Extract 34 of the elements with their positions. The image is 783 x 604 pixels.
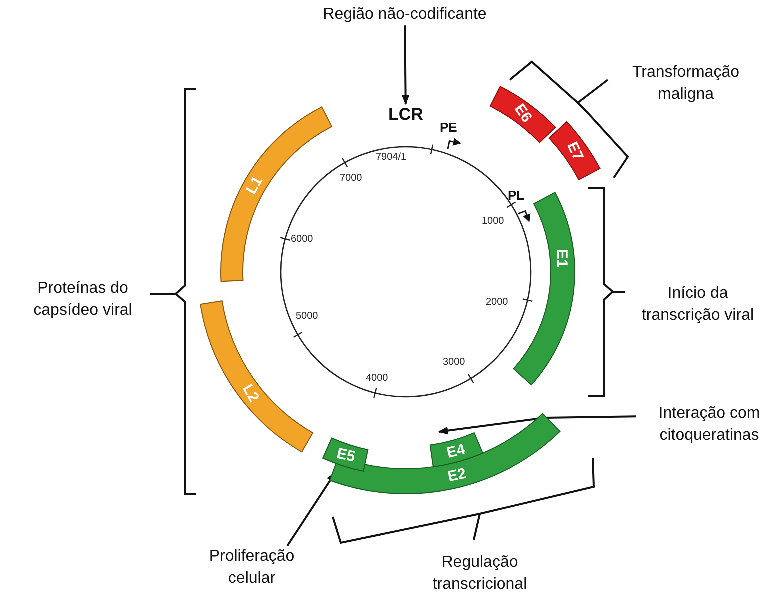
annotation-text: Região não-codificante <box>300 4 510 26</box>
gene-label: E5 <box>336 446 358 465</box>
position-label: 1000 <box>482 216 504 227</box>
gene-label: E1 <box>555 249 570 268</box>
gene-segment <box>548 120 602 181</box>
position-label: 7000 <box>340 173 362 184</box>
gene-segment <box>429 432 484 469</box>
gene-segment <box>220 106 333 283</box>
region-label: LCR <box>378 104 434 127</box>
position-label: 3000 <box>443 357 466 368</box>
annotation-text: Interação com citoqueratinas <box>636 403 783 446</box>
function-label: Início da transcrição viral <box>640 284 756 326</box>
position-label: 7904/1 <box>376 152 407 163</box>
gene-label: E6 <box>512 102 535 126</box>
function-label: Proteínas do capsídeo viral <box>32 279 134 321</box>
gene-segment <box>322 437 370 473</box>
gene-label: L1 <box>244 174 266 196</box>
annotation-text: Proliferação celular <box>196 546 308 590</box>
gene-label: E4 <box>445 442 467 461</box>
function-label: Transformação maligna <box>632 63 740 105</box>
gene-segment <box>489 85 557 144</box>
position-label: 6000 <box>291 234 314 245</box>
position-label: 2000 <box>486 297 508 308</box>
position-label: 4000 <box>366 373 388 384</box>
gene-label: E7 <box>564 140 586 163</box>
gene-label: E2 <box>446 466 468 485</box>
promoter-label: PL <box>508 187 525 205</box>
position-label: 5000 <box>296 311 318 322</box>
arrow <box>438 416 636 435</box>
gene-label: L2 <box>240 382 262 405</box>
arrow <box>402 26 410 105</box>
promoter-label: PE <box>440 119 458 137</box>
gene-segment <box>329 412 562 495</box>
function-label: Regulação transcricional <box>432 553 528 595</box>
